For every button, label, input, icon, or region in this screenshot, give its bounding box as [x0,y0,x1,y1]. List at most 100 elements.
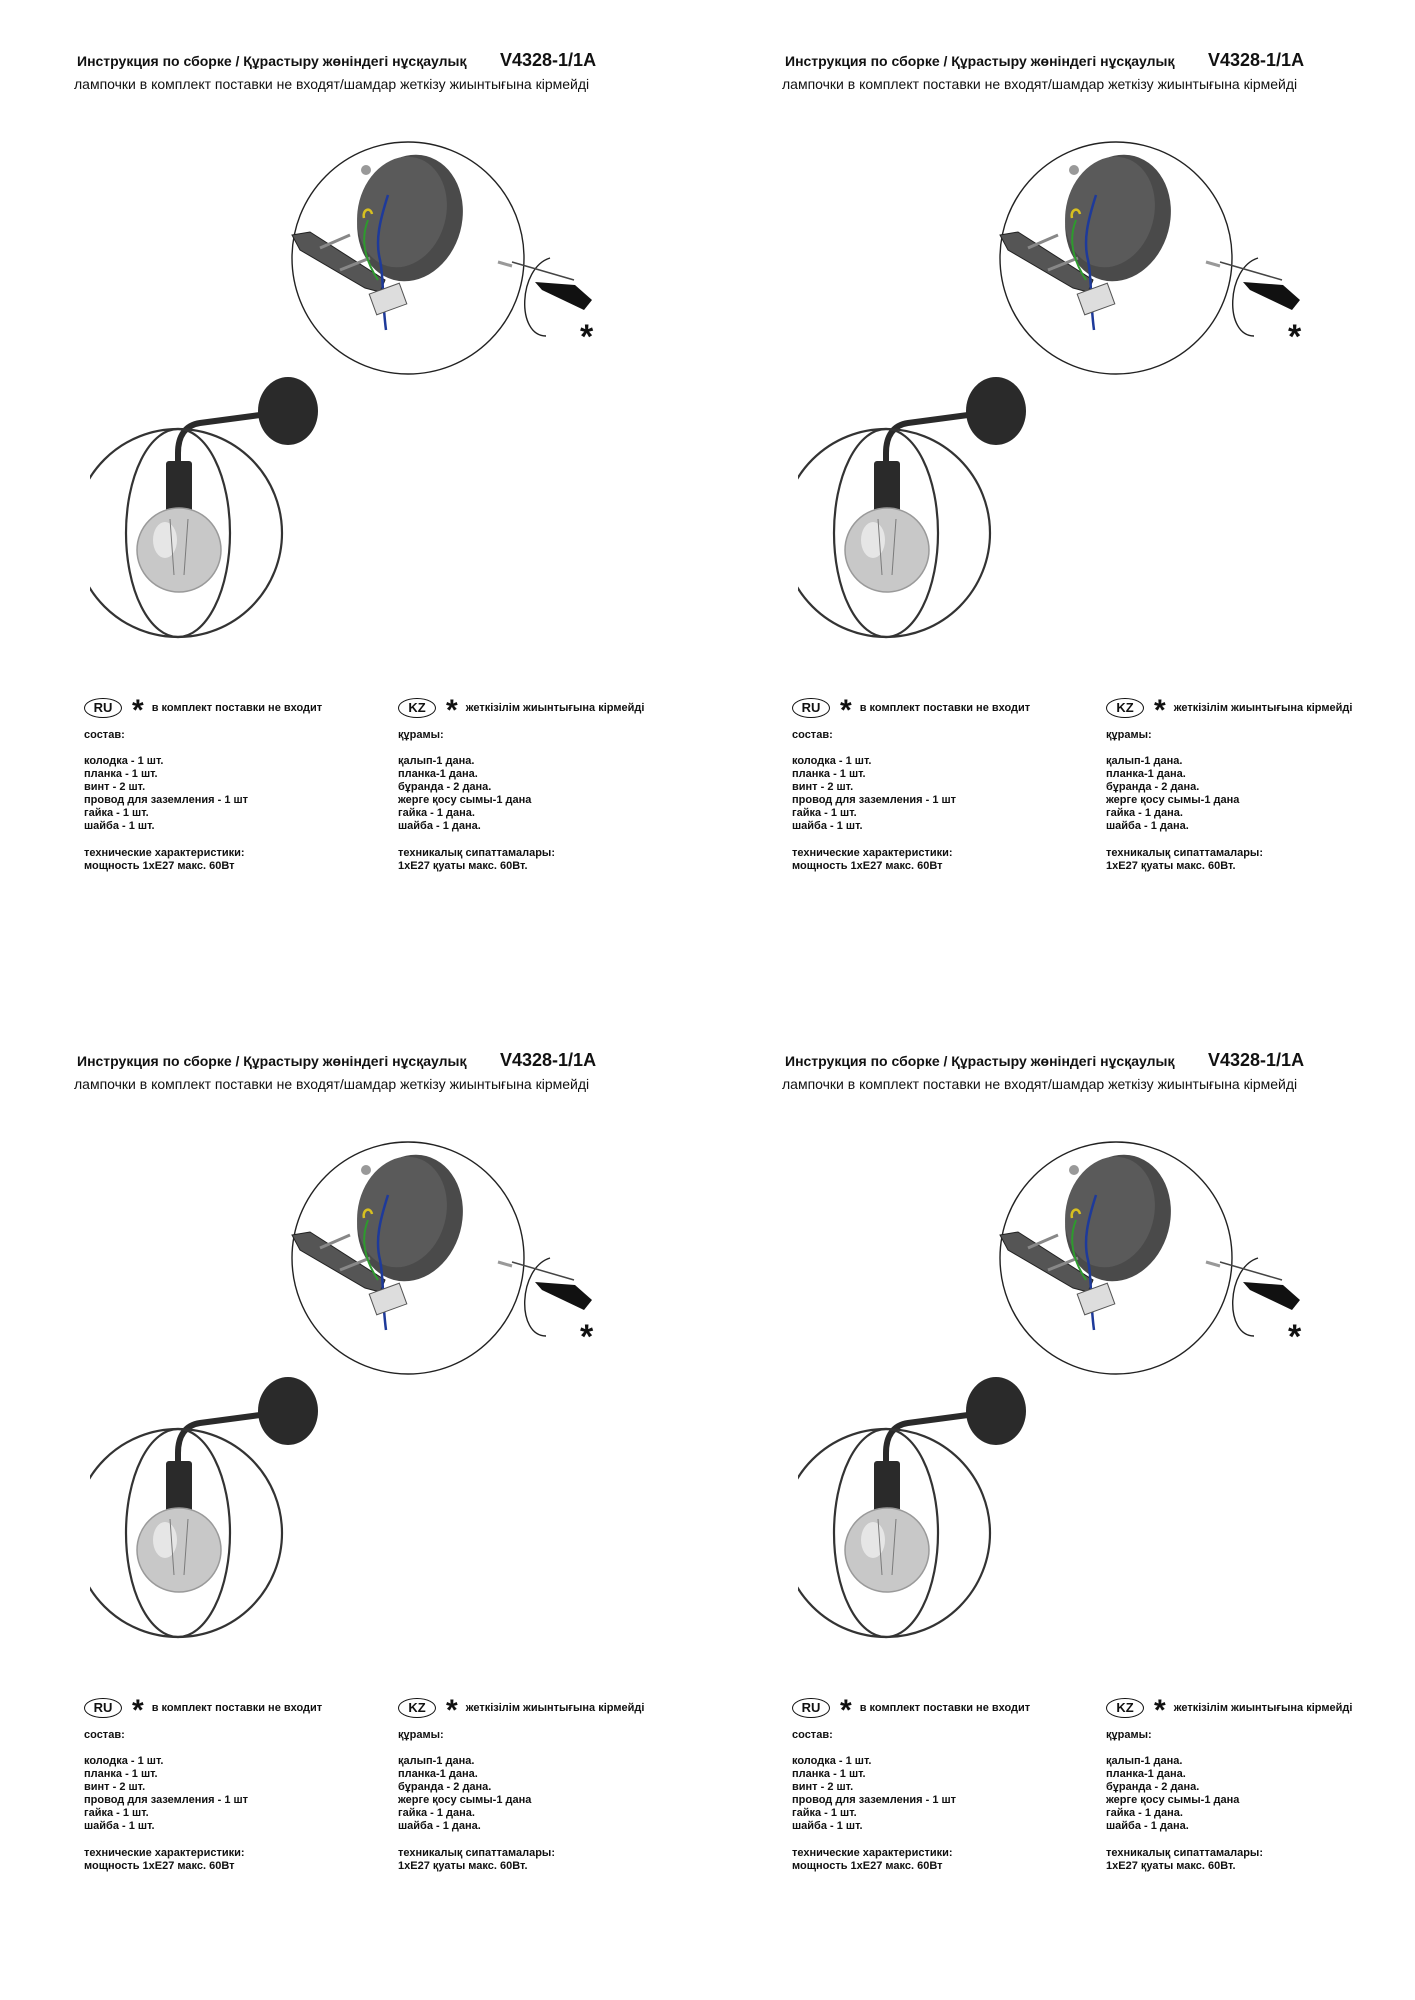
screw-left [1027,1233,1059,1250]
ru-star: * [132,1694,144,1727]
list-item: бұранда - 2 дана. [1106,1781,1200,1793]
lamp-arm [883,1412,969,1463]
ru-tech-title: технические характеристики: [84,847,245,859]
screwdriver-icon [1243,1282,1300,1310]
list-item: бұранда - 2 дана. [398,781,492,793]
kz-star: * [1154,694,1166,727]
lamp-wall-base [258,1377,318,1445]
kz-tech-title: техникалық сипаттамалары: [398,847,555,859]
list-item: гайка - 1 дана. [398,807,475,819]
kz-items-list: қалып-1 дана. планка-1 дана. бұранда - 2… [398,1755,698,1833]
screwdriver-icon [535,282,592,310]
mounting-detail-diagram: * [999,141,1302,375]
small-nut [361,165,371,175]
ru-not-included: в комплект поставки не входит [151,1701,323,1714]
kz-not-included: жеткізілім жиынтығына кірмейді [465,1701,645,1714]
ru-star: * [840,694,852,727]
list-item: провод для заземления - 1 шт [792,794,957,806]
kz-section: KZ * жеткізілім жиынтығына кірмейді құра… [1106,1694,1406,1873]
model-number: V4328-1/1A [1208,1050,1305,1070]
kz-star: * [446,1694,458,1727]
ru-not-included: в комплект поставки не входит [859,701,1031,714]
kz-section: KZ * жеткізілім жиынтығына кірмейді құра… [1106,694,1406,873]
list-item: колодка - 1 шт. [792,755,872,767]
list-item: планка-1 дана. [1106,1768,1186,1780]
kz-not-included: жеткізілім жиынтығына кірмейді [1173,701,1353,714]
kz-items-list: қалып-1 дана. планка-1 дана. бұранда - 2… [1106,1755,1406,1833]
wire-yellow [1070,208,1082,219]
list-item: қалып-1 дана. [1106,1755,1183,1767]
model-number: V4328-1/1A [1208,50,1305,70]
list-item: колодка - 1 шт. [84,755,164,767]
ru-tech-title: технические характеристики: [792,847,953,859]
side-screw [497,1260,513,1268]
ru-tech-title: технические характеристики: [792,1847,953,1859]
kz-tech-title: техникалық сипаттамалары: [1106,847,1263,859]
ru-tech-value: мощность 1хЕ27 макс. 60Вт [792,1860,943,1872]
list-item: жерге қосу сымы-1 дана [1106,1794,1240,1806]
ru-badge: RU [84,1698,122,1718]
side-screw [497,260,513,268]
wall-lamp-illustration [90,1377,318,1639]
ru-star: * [132,694,144,727]
list-item: планка - 1 шт. [84,1768,158,1780]
wire-yellow [362,208,374,219]
lamp-socket [874,461,900,519]
ru-section: RU * в комплект поставки не входит соста… [84,1694,364,1873]
wire-yellow [1070,1208,1082,1219]
list-item: колодка - 1 шт. [84,1755,164,1767]
kz-tech-value: 1хЕ27 қуаты макс. 60Вт. [1106,860,1236,872]
list-item: провод для заземления - 1 шт [84,1794,249,1806]
rotation-arrow [1232,257,1259,337]
instruction-title: Инструкция по сборке / Құрастыру жөнінде… [785,1053,1175,1069]
list-item: гайка - 1 дана. [1106,1807,1183,1819]
screwdriver-icon [535,1282,592,1310]
mounting-detail-diagram: * [291,1141,594,1375]
list-item: планка - 1 шт. [792,768,866,780]
wall-lamp-illustration [90,377,318,639]
lamp-socket [166,461,192,519]
mounting-detail-diagram: * [291,141,594,375]
lamp-wall-base [966,377,1026,445]
list-item: шайба - 1 шт. [792,1820,863,1832]
lamp-arm [175,1412,261,1463]
list-item: жерге қосу сымы-1 дана [1106,794,1240,806]
kz-star: * [1154,1694,1166,1727]
ru-badge: RU [84,698,122,718]
screw-left [319,1233,351,1250]
ru-contents-title: состав: [84,729,125,741]
list-item: планка - 1 шт. [792,1768,866,1780]
ru-items-list: колодка - 1 шт. планка - 1 шт. винт - 2 … [792,1755,1072,1833]
list-item: винт - 2 шт. [84,781,146,793]
list-item: винт - 2 шт. [792,1781,854,1793]
ru-not-included: в комплект поставки не входит [151,701,323,714]
kz-contents-title: құрамы: [398,1729,444,1741]
kz-tech-title: техникалық сипаттамалары: [1106,1847,1263,1859]
list-item: планка - 1 шт. [84,768,158,780]
lamp-bulb [136,1507,222,1593]
wall-lamp-illustration [798,1377,1026,1639]
list-item: колодка - 1 шт. [792,1755,872,1767]
list-item: гайка - 1 шт. [84,807,149,819]
not-included-star: * [580,318,594,356]
instruction-sheet-bottom-right: Инструкция по сборке / Құрастыру жөнінде… [708,1000,1415,2000]
list-item: қалып-1 дана. [398,1755,475,1767]
not-included-star: * [1288,318,1302,356]
ru-badge: RU [792,698,830,718]
side-screw [1205,1260,1221,1268]
lamp-cage-vertical [124,1427,232,1639]
list-item: шайба - 1 шт. [84,1820,155,1832]
lamp-cage-vertical [832,1427,940,1639]
bulbs-not-included-note: лампочки в комплект поставки не входят/ш… [782,76,1298,92]
lamp-cage-vertical [124,427,232,639]
instruction-title: Инструкция по сборке / Құрастыру жөнінде… [785,53,1175,69]
list-item: винт - 2 шт. [792,781,854,793]
wire-green [1071,1219,1087,1281]
list-item: жерге қосу сымы-1 дана [398,794,532,806]
kz-contents-title: құрамы: [1106,1729,1152,1741]
list-item: шайба - 1 дана. [1106,1820,1189,1832]
ru-section: RU * в комплект поставки не входит соста… [84,694,364,873]
list-item: планка-1 дана. [398,1768,478,1780]
ru-not-included: в комплект поставки не входит [859,1701,1031,1714]
screw-left [1027,233,1059,250]
